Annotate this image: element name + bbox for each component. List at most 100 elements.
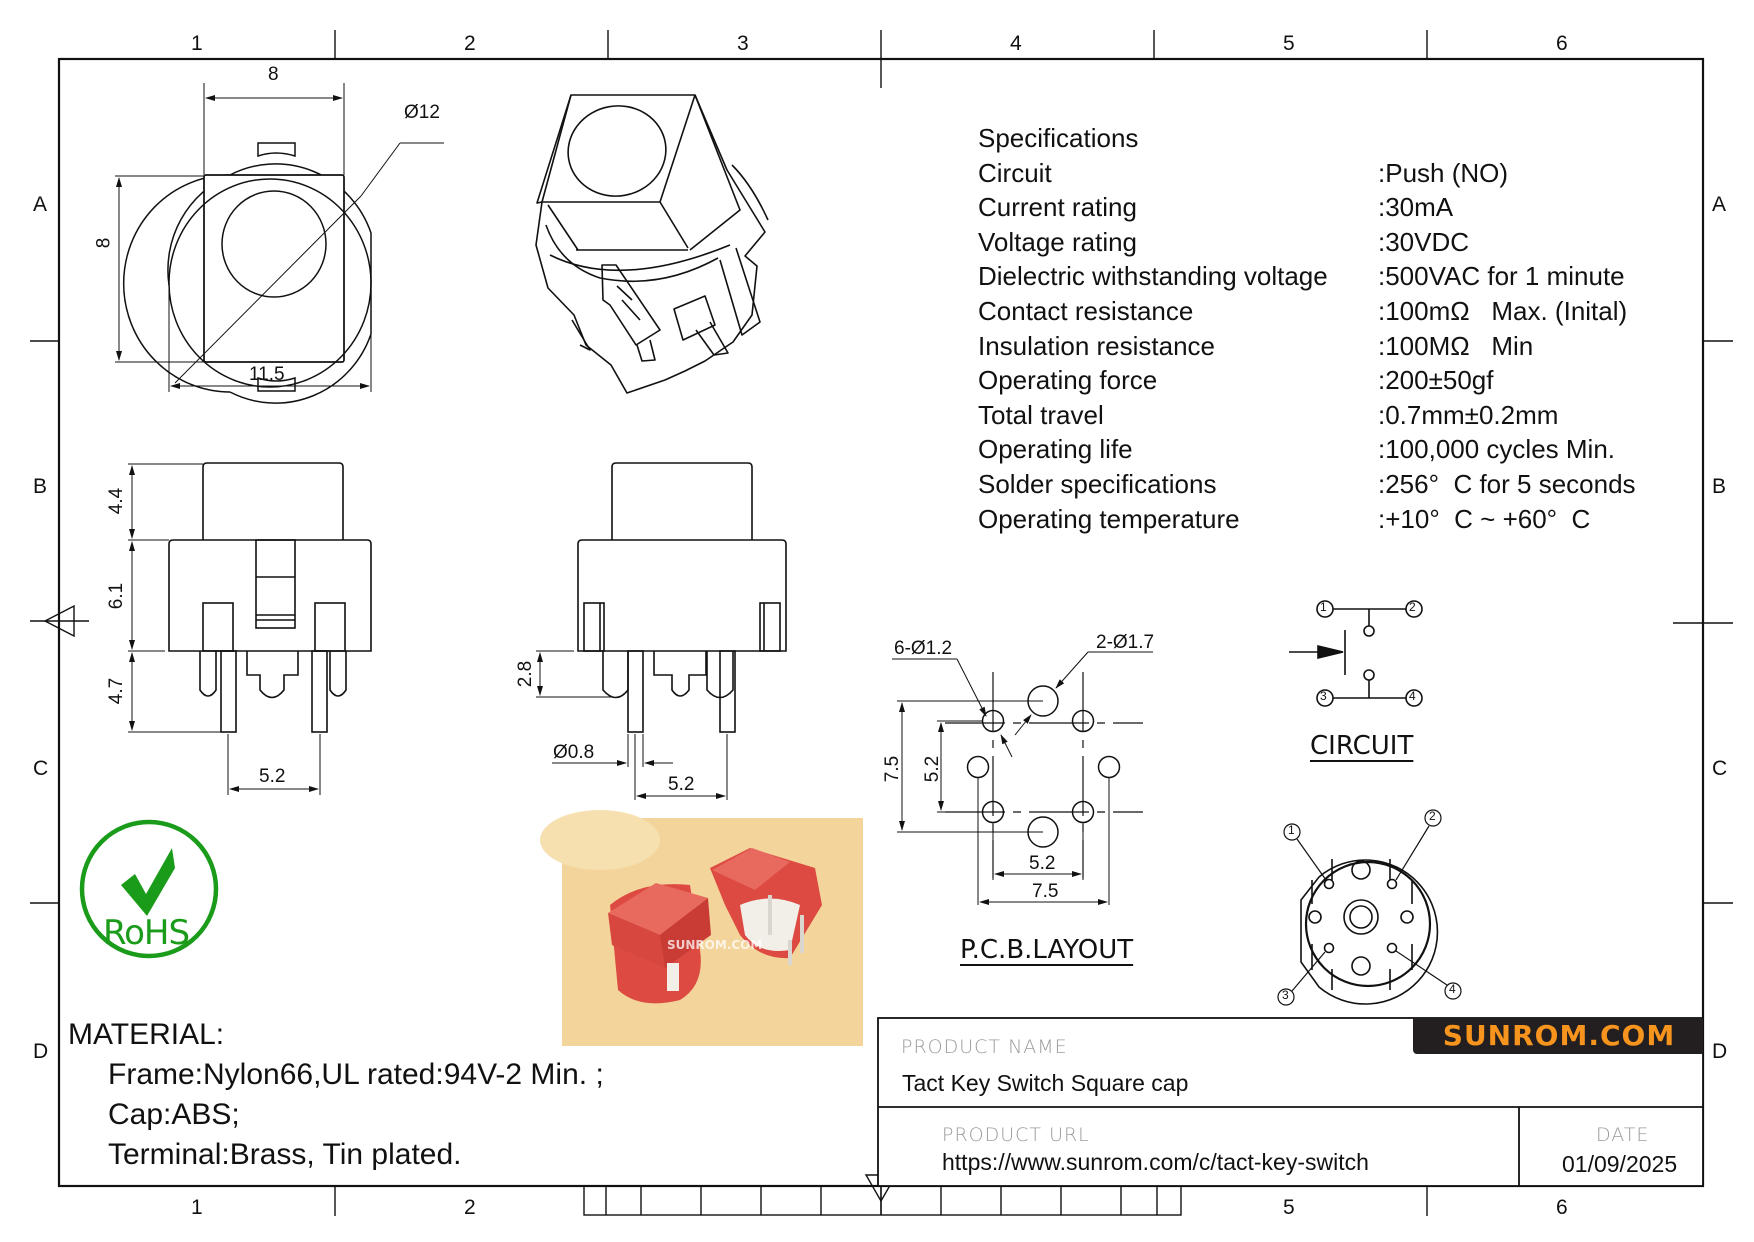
column-label-6: 6: [1556, 32, 1568, 55]
row-label-d-left: D: [33, 1040, 49, 1063]
spec-label: Operating life: [978, 434, 1133, 465]
side-rulers: [30, 340, 1733, 904]
spec-value: :Push (NO): [1378, 157, 1509, 188]
circuit-pin-1: 1: [1320, 600, 1327, 614]
top-view: [115, 83, 444, 404]
dim-cap-height: 4.4: [106, 487, 128, 515]
dim-right-pitch: 5.2: [668, 774, 695, 795]
dim-pin-length: 2.8: [515, 660, 537, 688]
row-label-b-right: B: [1712, 475, 1727, 498]
rohs-text: RoHS: [103, 913, 190, 953]
dim-top-height: 8: [93, 237, 115, 249]
dim-top-overall: 11.5: [249, 364, 285, 385]
specifications-heading: Specifications: [978, 123, 1139, 153]
pcb-dim-inner-v: 5.2: [922, 755, 944, 783]
dim-top-diameter: Ø12: [404, 102, 440, 123]
pcb-dim-inner-h: 5.2: [1029, 853, 1056, 874]
centering-mark-left: [30, 604, 89, 638]
product-name: Tact Key Switch Square cap: [902, 1070, 1189, 1096]
spec-row: Solder specifications :256° C for 5 secon…: [978, 467, 1636, 502]
column-label-1-bottom: 1: [191, 1196, 203, 1219]
product-url-label: PRODUCT URL: [942, 1124, 1090, 1146]
spec-row: Total travel :0.7mm±0.2mm: [978, 398, 1636, 433]
isometric-view: [535, 94, 769, 394]
material-heading: MATERIAL:: [68, 1018, 225, 1051]
column-label-6-bottom: 6: [1556, 1196, 1568, 1219]
material-frame: Frame:Nylon66,UL rated:94V-2 Min. ;: [108, 1058, 604, 1091]
side-view-left: [128, 462, 372, 795]
spec-value: :0.7mm±0.2mm: [1378, 399, 1559, 430]
column-label-5-bottom: 5: [1283, 1196, 1295, 1219]
date-label: DATE: [1596, 1124, 1650, 1146]
spec-label: Total travel: [978, 399, 1104, 430]
row-label-b-left: B: [33, 475, 48, 498]
spec-value: :500VAC for 1 minute: [1378, 261, 1625, 292]
pcb-small-holes: 6-Ø1.2: [894, 638, 953, 659]
spec-value: :100,000 cycles Min.: [1378, 434, 1616, 465]
spec-value: :30mA: [1378, 192, 1454, 223]
sunrom-logo-text: SUNROM.COM: [1442, 1019, 1676, 1052]
bottom-ruler: [334, 1186, 1428, 1216]
bottom-pin-1: 1: [1288, 823, 1295, 837]
spec-value: :100mΩ Max. (Inital): [1378, 295, 1628, 326]
spec-label: Current rating: [978, 192, 1137, 223]
circuit-caption: CIRCUIT: [1310, 731, 1414, 761]
column-label-4: 4: [1010, 32, 1022, 55]
dim-left-pitch: 5.2: [259, 766, 286, 787]
row-label-a-left: A: [33, 193, 48, 216]
spec-value: :256° C for 5 seconds: [1378, 468, 1636, 499]
spec-row: Operating temperature :+10° C ~ +60° C: [978, 502, 1636, 537]
top-ruler: [334, 30, 1428, 88]
dim-pin-height: 4.7: [106, 677, 128, 705]
photo-watermark: SUNROM.COM: [667, 938, 763, 952]
spec-value: :200±50gf: [1378, 365, 1494, 396]
rohs-logo: [79, 819, 219, 959]
circuit-symbol: [1289, 600, 1423, 707]
dim-top-width: 8: [268, 64, 279, 85]
product-name-label: PRODUCT NAME: [901, 1036, 1068, 1058]
side-view-right: [536, 462, 787, 800]
pcb-layout-caption: P.C.B.LAYOUT: [960, 935, 1134, 965]
row-label-d-right: D: [1712, 1040, 1728, 1063]
pcb-large-holes: 2-Ø1.7: [1096, 632, 1155, 653]
product-url-link[interactable]: https://www.sunrom.com/c/tact-key-switch: [942, 1149, 1369, 1175]
material-block: MATERIAL: Frame:Nylon66,UL rated:94V-2 M…: [68, 1015, 604, 1175]
row-label-a-right: A: [1712, 193, 1727, 216]
bottom-view: [1277, 809, 1462, 1006]
dim-pin-diameter: Ø0.8: [553, 742, 595, 763]
spec-value: :100MΩ Min: [1378, 330, 1534, 361]
pcb-dim-outer-h: 7.5: [1032, 881, 1059, 902]
circuit-pin-2: 2: [1409, 600, 1416, 614]
spec-label: Operating temperature: [978, 503, 1240, 534]
spec-label: Operating force: [978, 365, 1158, 396]
spec-row: Operating life :100,000 cycles Min.: [978, 432, 1636, 467]
spec-row: Circuit :Push (NO): [978, 156, 1636, 191]
spec-row: Dielectric withstanding voltage:500VAC f…: [978, 259, 1636, 294]
bottom-pin-2: 2: [1429, 809, 1436, 823]
spec-label: Insulation resistance: [978, 330, 1216, 361]
column-label-3: 3: [737, 32, 749, 55]
pcb-layout: [892, 651, 1153, 905]
specifications-table: Specifications Circuit:Push (NO)Current …: [978, 121, 1636, 536]
spec-label: Circuit: [978, 157, 1052, 188]
spec-label: Contact resistance: [978, 295, 1194, 326]
circuit-pin-4: 4: [1409, 689, 1416, 703]
date-value: 01/09/2025: [1562, 1151, 1678, 1177]
spec-row: Operating force :200±50gf: [978, 363, 1636, 398]
spec-label: Voltage rating: [978, 226, 1138, 257]
spec-label: Solder specifications: [978, 468, 1217, 499]
material-terminal: Terminal:Brass, Tin plated.: [108, 1138, 462, 1171]
column-label-2-bottom: 2: [464, 1196, 476, 1219]
material-cap: Cap:ABS;: [108, 1098, 240, 1131]
column-label-1: 1: [191, 32, 203, 55]
spec-row: Contact resistance :100mΩ Max. (Inital): [978, 294, 1636, 329]
spec-value: :30VDC: [1378, 226, 1470, 257]
bottom-pin-4: 4: [1449, 982, 1456, 996]
spec-value: :+10° C ~ +60° C: [1378, 503, 1591, 534]
spec-row: Voltage rating :30VDC: [978, 225, 1636, 260]
product-photo: [540, 810, 863, 1046]
bottom-pin-3: 3: [1282, 988, 1289, 1002]
column-label-2: 2: [464, 32, 476, 55]
spec-row: Current rating :30mA: [978, 190, 1636, 225]
